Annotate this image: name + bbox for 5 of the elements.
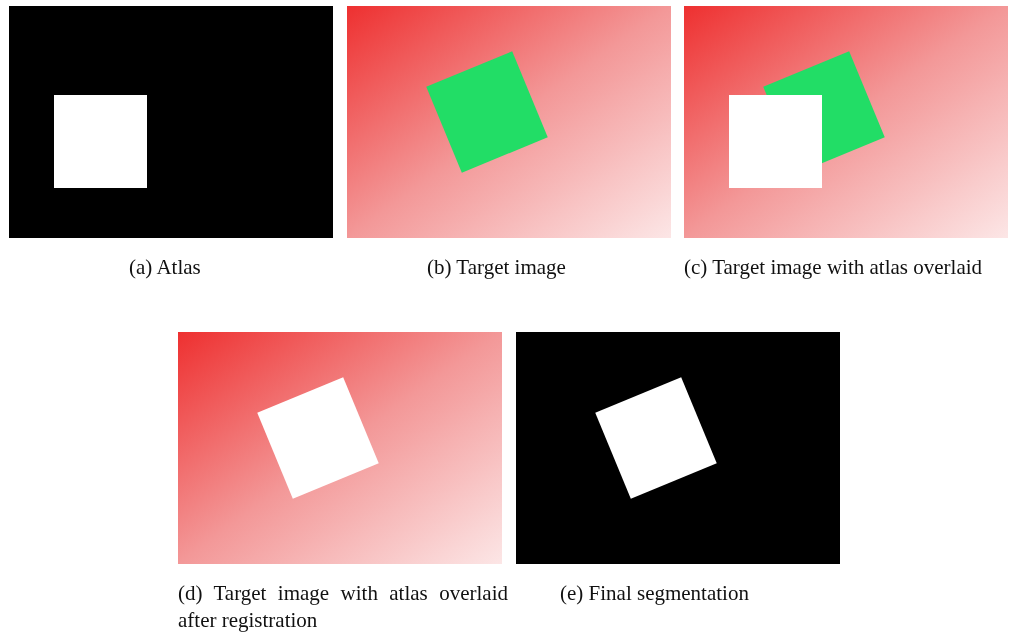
caption: (e) Final segmentation	[560, 580, 750, 607]
caption: (a) Atlas	[129, 254, 202, 281]
caption: (c) Target image with atlas overlaid	[684, 254, 984, 281]
caption: (d) Target image with atlas overlaid after registration	[178, 580, 508, 634]
caption: (b) Target image	[427, 254, 567, 281]
